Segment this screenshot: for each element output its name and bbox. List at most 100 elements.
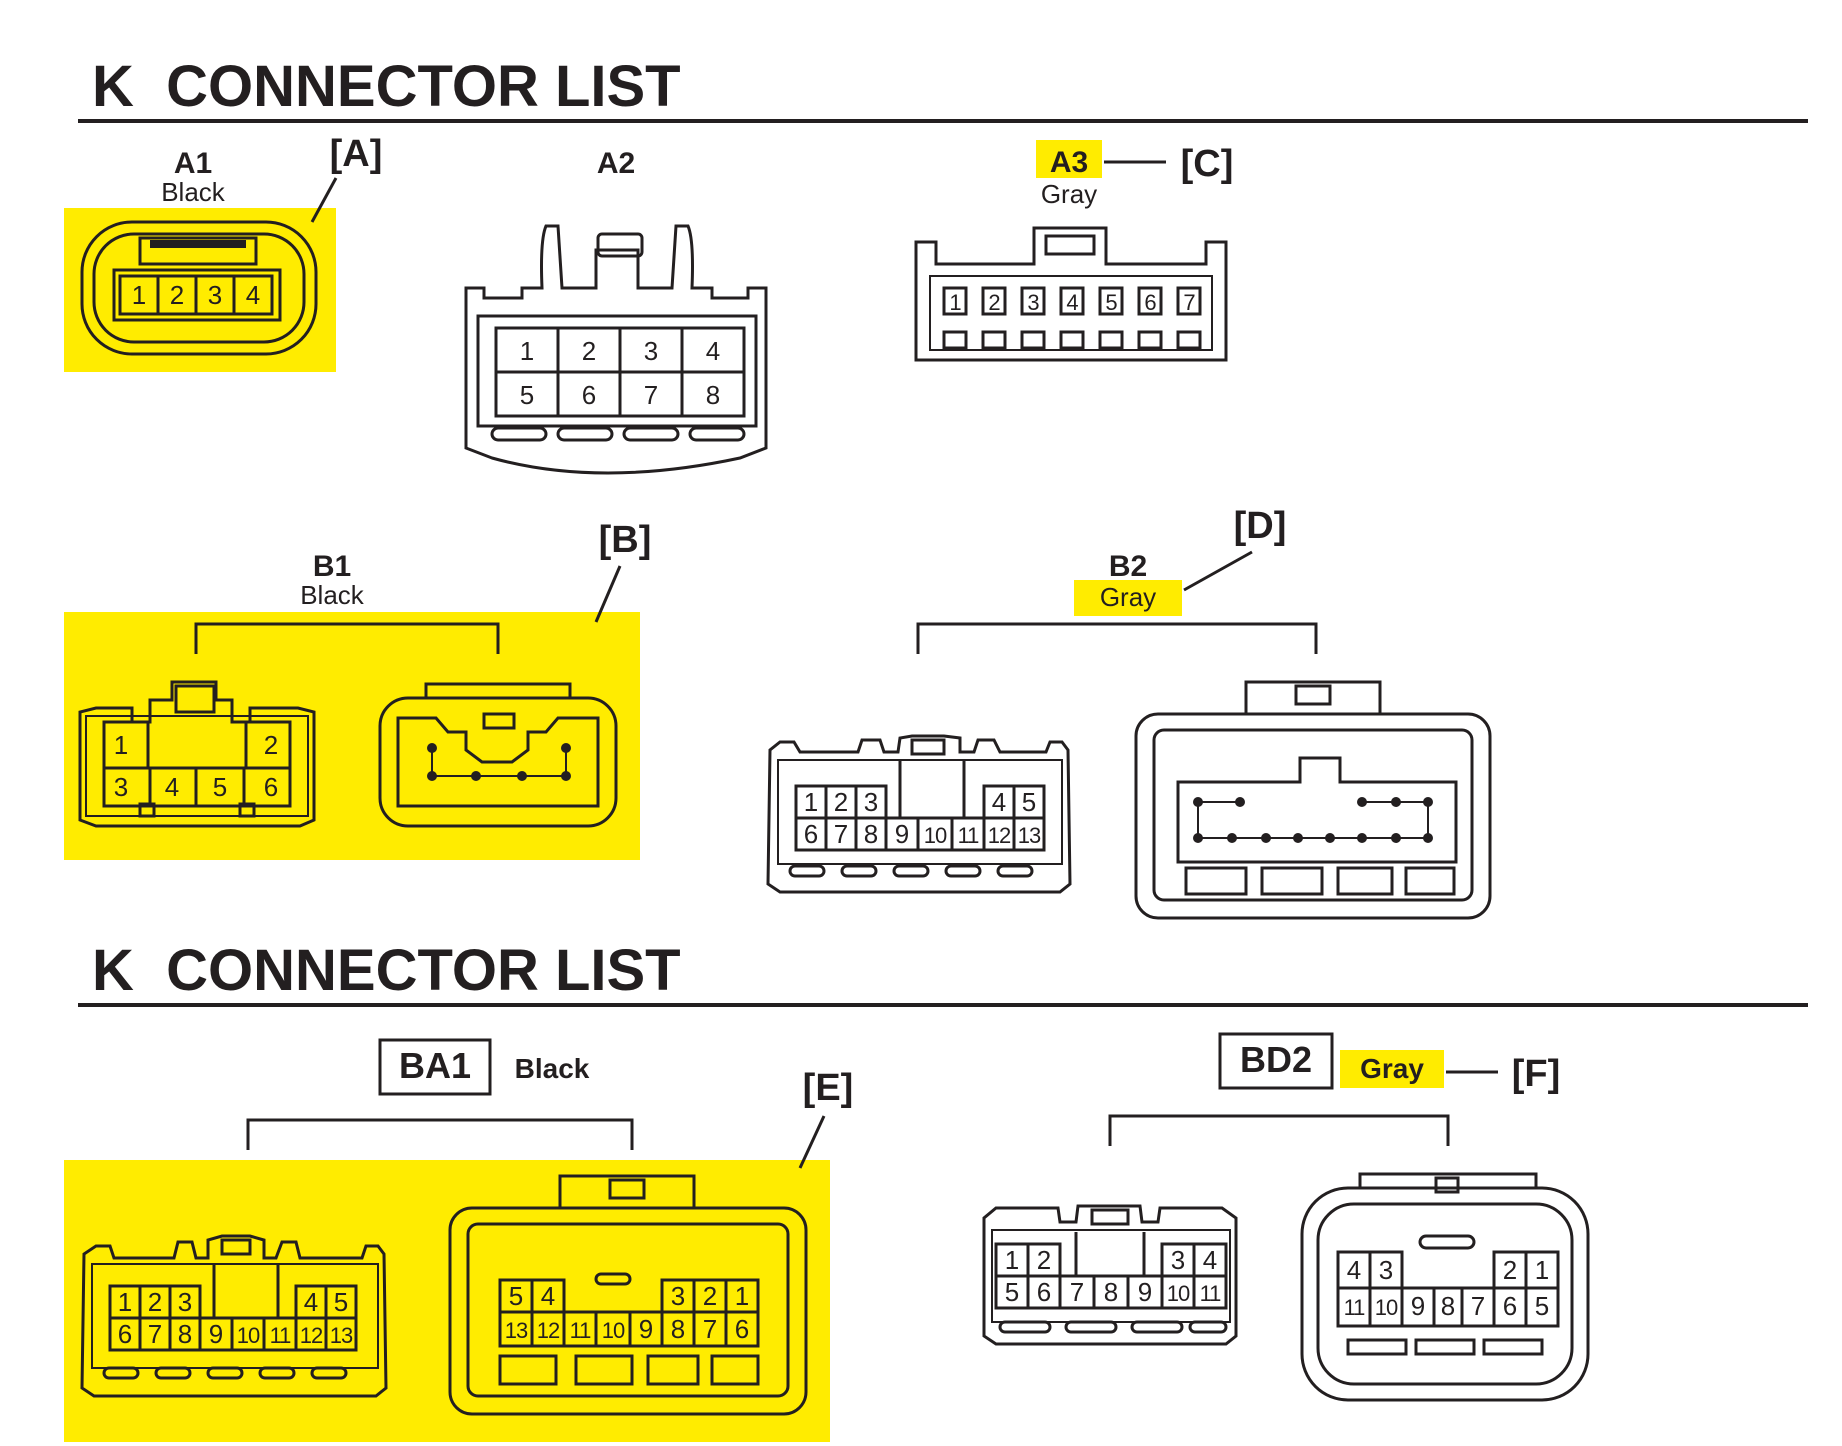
slot: [574, 1354, 634, 1386]
slot: [646, 1354, 700, 1386]
terminal-dot: [427, 771, 437, 781]
b1-color: Black: [300, 580, 365, 610]
bd2-code: BD2: [1240, 1039, 1312, 1080]
bd2-bracket: [1108, 1114, 1450, 1146]
pin-cell: [981, 286, 1007, 316]
b2-code: B2: [1109, 550, 1147, 583]
pin-cell: [1012, 816, 1046, 852]
b2-right-latch: [1294, 684, 1332, 706]
pin-cell: [942, 286, 968, 316]
slot: [1336, 866, 1394, 896]
b1-leader: [594, 565, 622, 623]
a3-pin-1: 1: [949, 290, 961, 315]
terminal-dot: [1261, 833, 1271, 843]
ba1-left-pin-3: 3: [178, 1287, 192, 1317]
a2-pin-7: 7: [644, 380, 658, 410]
b2-pin-7: 7: [834, 819, 848, 849]
tooth: [1059, 330, 1085, 350]
a2-code: A2: [597, 147, 635, 180]
a3-callout: [C]: [1181, 143, 1234, 185]
b1-pin-3: 3: [114, 772, 128, 802]
pin-cell: [242, 766, 292, 808]
a1-pin-1: 1: [132, 280, 146, 310]
slot: [892, 864, 930, 878]
terminal-dot: [1391, 797, 1401, 807]
terminal-dot: [561, 771, 571, 781]
terminal-dot: [1235, 797, 1245, 807]
ba1-right-pin-12: 12: [537, 1318, 560, 1343]
ba1-left-pin-9: 9: [209, 1319, 223, 1349]
a1-callout: [A]: [330, 133, 383, 175]
a1-pin-4: 4: [246, 280, 260, 310]
bd2-right-inner: [1316, 1202, 1574, 1386]
ba1-bracket: [246, 1118, 634, 1150]
b2-pin-4: 4: [992, 787, 1006, 817]
pin-cell: [680, 370, 746, 418]
tooth: [1137, 330, 1163, 350]
ba1-right-pin-6: 6: [735, 1314, 749, 1344]
slot: [498, 1354, 558, 1386]
pin-cell: [1020, 286, 1046, 316]
bd2-right-pin-2: 2: [1503, 1255, 1517, 1285]
bd2-right-pin-5: 5: [1535, 1291, 1549, 1321]
b2-right-terminals: [1193, 797, 1433, 843]
page-title-bottom: K CONNECTOR LIST: [92, 938, 681, 1003]
bd2-left-pin-2: 2: [1037, 1245, 1051, 1275]
terminal-dot: [1227, 833, 1237, 843]
bd2-code-box: [1218, 1032, 1334, 1090]
pin-cell: [1192, 1274, 1228, 1310]
a3-pin-3: 3: [1027, 290, 1039, 315]
connector-a3: A3 Gray [C] 1 2 3 4 5 6 7: [914, 140, 1234, 362]
slot: [154, 1366, 192, 1380]
connector-a1: A1 Black [A] 1 2 3 4: [64, 133, 382, 372]
tooth: [1020, 330, 1046, 350]
a3-housing: [914, 226, 1228, 362]
a3-pin-4: 4: [1066, 290, 1078, 315]
ba1-left-pin-13: 13: [330, 1323, 353, 1348]
slot: [1414, 1338, 1476, 1356]
b2-pin-6: 6: [804, 819, 818, 849]
ba1-right-pin-13: 13: [505, 1318, 528, 1343]
terminal-dot: [1423, 797, 1433, 807]
a2-pin-5: 5: [520, 380, 534, 410]
a2-pin-3: 3: [644, 336, 658, 366]
bd2-right-center-slot: [1418, 1234, 1476, 1250]
terminal-dot: [1391, 833, 1401, 843]
b2-pin-grid: [794, 760, 1046, 852]
terminal-dot: [1423, 833, 1433, 843]
b2-pin-2: 2: [834, 787, 848, 817]
b1-callout: [B]: [599, 519, 652, 561]
ba1-right-pin-7: 7: [703, 1314, 717, 1344]
a1-pin-2: 2: [170, 280, 184, 310]
ba1-right-top: [558, 1174, 696, 1208]
tooth: [981, 330, 1007, 350]
ba1-left-pin-11: 11: [270, 1323, 292, 1348]
b1-bracket: [194, 622, 500, 654]
a2-bottom-slots: [490, 426, 746, 442]
a3-color: Gray: [1041, 179, 1097, 209]
b2-right-bottom-slots: [1184, 866, 1456, 896]
b1-right-housing: [378, 696, 618, 828]
a3-bottom-teeth: [942, 330, 1202, 350]
terminal-dot: [1325, 833, 1335, 843]
bd2-left-pin-7: 7: [1070, 1277, 1084, 1307]
terminal-dot: [1193, 833, 1203, 843]
b2-color-highlight: [1074, 580, 1182, 616]
slot: [1064, 1320, 1118, 1334]
b1-left-inner: [85, 715, 309, 817]
a3-pin-5: 5: [1105, 290, 1117, 315]
b1-pin-2: 2: [264, 730, 278, 760]
pin-cell: [232, 274, 274, 316]
bd2-right-pin-3: 3: [1379, 1255, 1393, 1285]
terminal-dot: [1193, 797, 1203, 807]
ba1-callout: [E]: [803, 1067, 854, 1109]
tooth: [1098, 330, 1124, 350]
connector-a2: A2 1 2 3 4 5 6 7 8: [464, 147, 768, 475]
terminal-dot: [427, 743, 437, 753]
b2-pin-13: 13: [1018, 823, 1041, 848]
bd2-left-center-post: [1074, 1232, 1146, 1276]
b2-pin-5: 5: [1022, 787, 1036, 817]
slot: [1130, 1320, 1184, 1334]
slot: [622, 426, 680, 442]
a2-inner-frame: [476, 314, 758, 428]
